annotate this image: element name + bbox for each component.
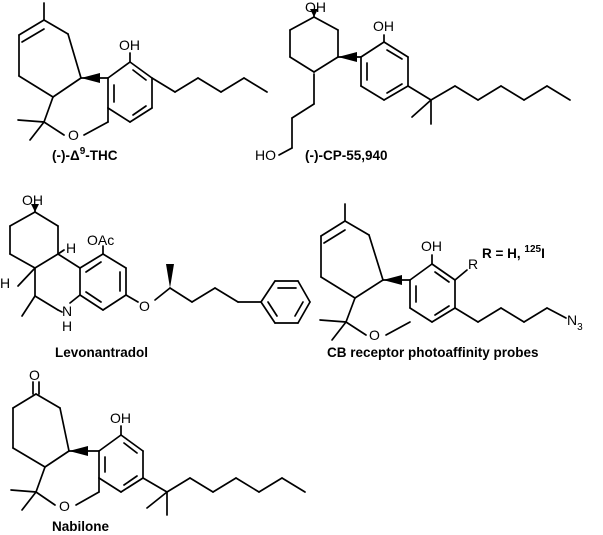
caption-thc-superscript: 9 xyxy=(80,146,86,157)
levonantradol-nh-h-label: H xyxy=(62,318,72,334)
probe-ring-oxygen: O xyxy=(369,327,380,343)
caption-thc-suffix: -THC xyxy=(85,148,117,163)
nabilone-bonds xyxy=(10,381,306,516)
thc-bonds xyxy=(17,2,268,141)
cp-oh-top-label: OH xyxy=(305,0,326,15)
cp-ho-label: HO xyxy=(255,147,276,163)
caption-cp-55940: (-)-CP-55,940 xyxy=(305,148,388,163)
caption-nabilone: Nabilone xyxy=(52,519,109,534)
nabilone-ring-oxygen: O xyxy=(59,498,70,514)
r-definition-superscript: 125 xyxy=(524,244,541,255)
thc-ring-oxygen: O xyxy=(68,127,79,143)
levonantradol-ether-o: O xyxy=(139,298,150,314)
thc-oh-label: OH xyxy=(119,37,140,53)
structure-cp-55940: OH OH HO (-)-CP-55,940 xyxy=(255,0,571,163)
levonantradol-wedge-oh xyxy=(31,204,39,212)
nabilone-stereo-wedge xyxy=(69,446,88,456)
levonantradol-n-label: N xyxy=(62,303,72,319)
levonantradol-oac-label: OAc xyxy=(87,232,114,248)
levonantradol-wedge-methyl xyxy=(166,264,174,288)
caption-thc-prefix: (-)-Δ xyxy=(52,148,80,163)
caption-thc: (-)-Δ9-THC xyxy=(52,146,118,163)
r-definition-prefix: R = H, xyxy=(482,246,524,261)
structure-thc: OH O (-)-Δ9-THC xyxy=(17,2,268,163)
caption-photoaffinity-probes: CB receptor photoaffinity probes xyxy=(327,345,539,360)
structure-nabilone: O OH O Nabilone xyxy=(10,367,306,534)
probe-stereo-wedge xyxy=(383,275,402,285)
structure-cb-photoaffinity-probe: OH R O N3 R = H, 125I CB receptor photoa… xyxy=(319,203,583,360)
nabilone-ketone-o: O xyxy=(29,367,40,383)
levonantradol-h-lower: H xyxy=(0,275,10,291)
cp-stereo-wedge-aryl xyxy=(338,52,357,62)
r-group-definition: R = H, 125I xyxy=(482,244,545,261)
levonantradol-bonds xyxy=(9,204,311,324)
levonantradol-h-upper: H xyxy=(66,240,76,256)
levonantradol-oh-label: OH xyxy=(22,192,43,208)
nabilone-oh-label: OH xyxy=(110,410,131,426)
r-definition-suffix: I xyxy=(541,246,545,261)
probe-azide-label: N3 xyxy=(567,312,583,333)
probe-oh-label: OH xyxy=(421,238,442,254)
cp-stereo-wedge-oh xyxy=(310,9,318,17)
structure-levonantradol: OH OAc H H N H O Levonantradol xyxy=(0,192,311,360)
probe-bonds xyxy=(319,203,567,341)
thc-stereo-wedge xyxy=(81,73,100,83)
cp-bonds xyxy=(278,9,571,156)
probe-azide-subscript: 3 xyxy=(577,322,583,333)
caption-levonantradol: Levonantradol xyxy=(55,345,148,360)
cp-oh-phenol-label: OH xyxy=(373,18,394,34)
probe-azide-n: N xyxy=(567,312,577,328)
probe-r-label: R xyxy=(468,256,478,272)
